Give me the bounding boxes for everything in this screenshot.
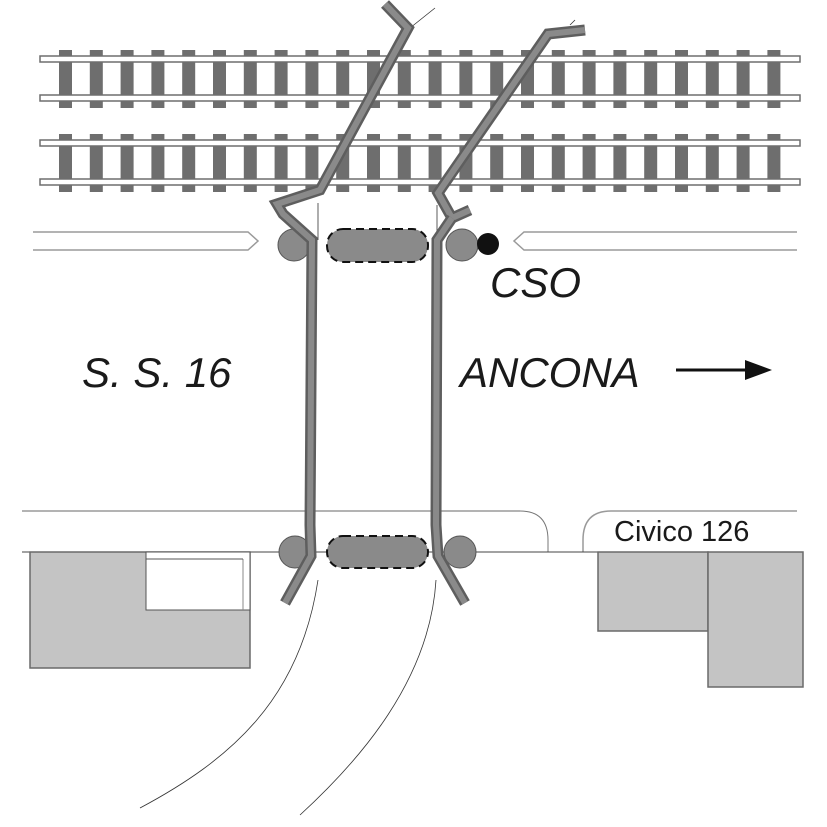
cso-marker	[477, 233, 499, 255]
railway-track	[39, 50, 801, 108]
railway-tie	[151, 134, 165, 192]
railway-tie	[89, 50, 103, 108]
upper-road-edge-right	[512, 231, 797, 251]
railway-tie	[736, 134, 750, 192]
house-number-label: Civico 126	[614, 516, 750, 548]
railway-tie	[182, 50, 196, 108]
road-name-label: S. S. 16	[82, 349, 232, 396]
railway-rail	[39, 139, 801, 147]
railway-track	[39, 134, 801, 192]
railway-tie	[59, 134, 72, 192]
boom-bottom	[326, 535, 429, 569]
building-left	[29, 551, 251, 669]
railway-tie	[705, 134, 719, 192]
railway-tie	[428, 134, 442, 192]
railway-tie	[397, 50, 411, 108]
railway-tie	[305, 50, 319, 108]
railway-tie	[459, 50, 473, 108]
railway-tie	[397, 134, 411, 192]
railway-tie	[182, 134, 196, 192]
railway-tie	[120, 134, 134, 192]
railway-rail	[39, 178, 801, 186]
railway-tie	[490, 50, 504, 108]
left-crossing-fence	[268, 0, 415, 606]
railway-tie	[551, 134, 565, 192]
railway-rail	[39, 94, 801, 102]
railway-tie	[736, 50, 750, 108]
railway-tie	[89, 134, 103, 192]
building-left-courtyard	[145, 551, 251, 611]
railway-tie	[551, 50, 565, 108]
railway-tie	[274, 50, 288, 108]
railway-tie	[367, 134, 380, 192]
railway-tracks	[39, 50, 801, 192]
railway-tie	[243, 50, 257, 108]
right-crossing-fence	[430, 24, 586, 606]
railway-tie	[428, 50, 442, 108]
railway-tie	[613, 50, 627, 108]
railway-tie	[305, 134, 319, 192]
building-right	[597, 551, 804, 688]
railway-tie	[582, 134, 596, 192]
railway-tie	[767, 50, 781, 108]
barrier-booms	[326, 228, 429, 569]
railway-tie	[490, 134, 504, 192]
railway-tie	[243, 134, 257, 192]
boom-top	[326, 228, 429, 263]
railway-tie	[274, 134, 288, 192]
railway-rail	[39, 55, 801, 63]
railway-tie	[613, 134, 627, 192]
barrier-posts	[277, 228, 479, 569]
railway-tie	[120, 50, 134, 108]
railway-tie	[644, 50, 658, 108]
railway-tie	[213, 50, 226, 108]
road-curves	[139, 7, 576, 816]
railway-tie	[705, 50, 719, 108]
railway-tie	[767, 134, 781, 192]
direction-label: ANCONA	[460, 349, 640, 396]
railway-tie	[151, 50, 165, 108]
railway-tie	[675, 134, 688, 192]
railway-tie	[213, 134, 226, 192]
railway-tie	[675, 50, 688, 108]
right-arrow-icon	[676, 360, 772, 380]
railway-tie	[521, 134, 534, 192]
railway-tie	[644, 134, 658, 192]
cso-label: CSO	[490, 259, 582, 306]
railway-tie	[582, 50, 596, 108]
upper-road-edge-left	[33, 231, 260, 251]
railway-tie	[59, 50, 72, 108]
railway-tie	[336, 50, 350, 108]
post-bottom-right	[443, 535, 477, 569]
post-top-right	[445, 228, 479, 262]
